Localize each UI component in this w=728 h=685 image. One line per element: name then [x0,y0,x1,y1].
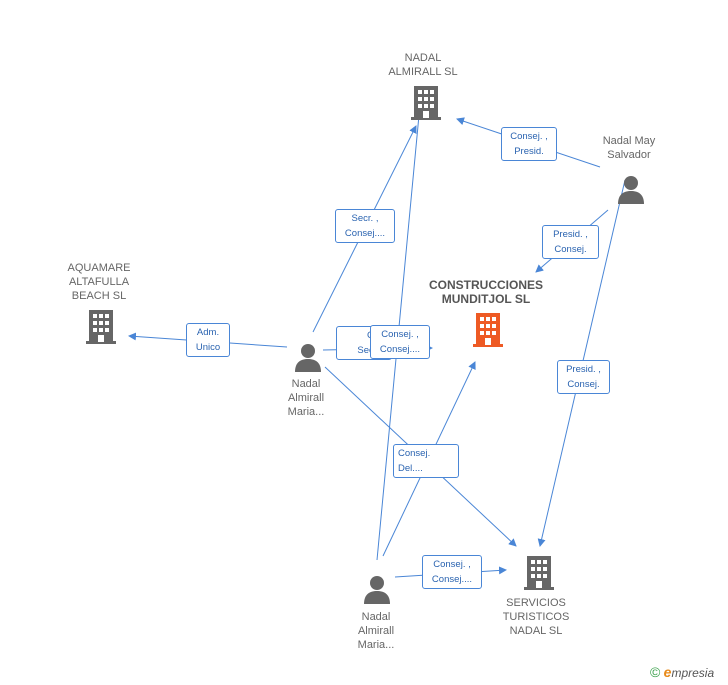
node-label-line: Nadal [291,378,321,390]
node-label-line: TURISTICOS [502,611,570,623]
node-label-line: BEACH SL [71,290,127,302]
edge-label-line: Presid. , [566,364,601,375]
building-icon[interactable] [473,313,503,352]
edge-label-line: Consej. , [433,559,471,570]
node-label-aquamare[interactable]: AQUAMARE ALTAFULLA BEACH SL [44,261,154,303]
node-label-line: ALTAFULLA [68,276,130,288]
person-icon[interactable] [362,574,392,609]
edge-label-line: Adm. [196,327,220,338]
building-icon [524,556,554,590]
edge-label-line: Consej. , [510,131,548,142]
building-icon[interactable] [86,310,116,349]
person-icon [364,576,390,604]
node-label-line: Almirall [287,392,325,404]
node-label-line: NADAL [404,52,442,64]
building-icon[interactable] [524,556,554,595]
edge-label-line: Consej. [554,244,587,255]
building-icon[interactable] [411,86,441,125]
edge-label[interactable]: Secr. , Consej.... [335,209,395,243]
node-label-line: ALMIRALL SL [388,66,458,78]
node-label-line: Maria... [287,406,325,418]
node-label-servicios[interactable]: SERVICIOS TURISTICOS NADAL SL [481,596,591,638]
brand-name: mpresia [671,666,715,680]
node-label-line: AQUAMARE [67,262,131,274]
node-label-line: NADAL SL [509,625,563,637]
edge-label[interactable]: Presid. , Consej. [542,225,599,259]
edge-label-line: Consej. , [381,329,419,340]
node-label-construcciones[interactable]: CONSTRUCCIONES MUNDITJOL SL [421,278,551,306]
node-label-line: Nadal [361,611,391,623]
node-label-nadal-almirall-maria-1[interactable]: Nadal Almirall Maria... [251,377,361,419]
copyright-symbol: © [650,664,661,680]
edge-label-line: Presid. [514,146,544,157]
building-icon [473,313,503,347]
edge-label-line: Del.... [398,463,423,474]
node-label-line: Nadal May [602,135,656,147]
node-label-nadal-almirall-maria-2[interactable]: Nadal Almirall Maria... [321,610,431,652]
person-icon[interactable] [616,174,646,209]
edge-label[interactable]: Consej. , Consej.... [422,555,482,589]
edge-label[interactable]: Consej. , Presid. [501,127,557,161]
person-icon[interactable] [293,342,323,377]
edge-label-line: Consej.... [379,344,421,355]
node-label-line: MUNDITJOL SL [441,292,531,306]
edge-label[interactable]: Presid. , Consej. [557,360,610,394]
edge-label-line: Consej.... [431,574,473,585]
person-icon [295,344,321,372]
building-icon [86,310,116,344]
person-icon [618,176,644,204]
edge-label-line: Unico [195,342,221,353]
edge-label[interactable]: Consej. Del.... [393,444,459,478]
node-label-line: Salvador [607,149,651,161]
node-label-nadal-may[interactable]: Nadal May Salvador [574,134,684,162]
edge-label-line: Consej.... [344,228,386,239]
edge-label-line: Consej. [398,448,431,459]
node-label-line: SERVICIOS [506,597,566,609]
brand-logo: © empresia [650,664,714,680]
edge-label-line: Secr. , [351,213,379,224]
node-label-nadal-almirall-sl[interactable]: NADAL ALMIRALL SL [368,51,478,79]
brand-initial: e [663,664,672,680]
node-label-line: CONSTRUCCIONES [428,278,543,292]
building-icon [411,86,441,120]
edge-label[interactable]: Consej. , Consej.... [370,325,430,359]
edge-label[interactable]: Adm. Unico [186,323,230,357]
edge-label-line: Consej. [567,379,600,390]
node-label-line: Maria... [357,639,395,651]
node-label-line: Almirall [357,625,395,637]
edge-label-line: Presid. , [553,229,588,240]
